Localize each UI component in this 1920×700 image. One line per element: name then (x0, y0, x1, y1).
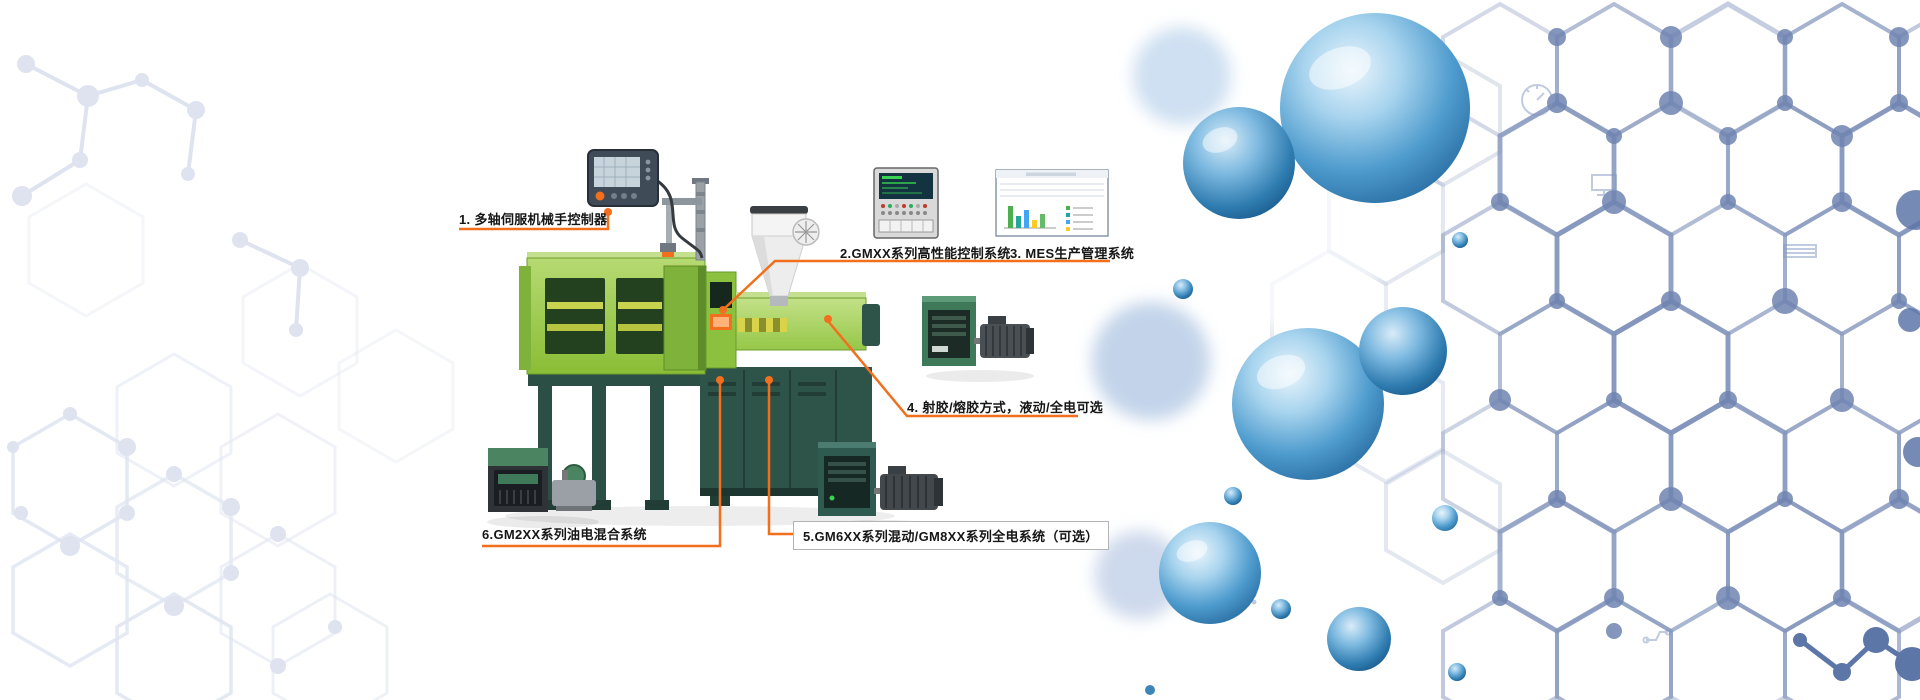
molecule-chain-top-left (12, 55, 205, 206)
machine-hopper (750, 206, 820, 306)
molecule-chain-mid-left (232, 232, 309, 337)
machine-control-column (705, 271, 737, 369)
monitor-icon (1591, 174, 1617, 196)
lattice-nodes-right (1489, 26, 1920, 639)
servo-drive-hybrid-illustration (922, 296, 1034, 382)
hexagon-lattice-left (7, 182, 455, 700)
mes-screen-illustration (995, 169, 1109, 237)
circuit-icon (1642, 628, 1672, 644)
mes-legend (1066, 206, 1093, 231)
heater-barrel (738, 318, 787, 332)
pendant-power-button (595, 191, 605, 201)
callout-lines (459, 208, 1110, 548)
callout-control-system: 2.GMXX系列高性能控制系统 (840, 246, 1011, 261)
machine-robot-arm (660, 178, 709, 261)
molecule-background-right (1237, 4, 1920, 700)
gauge-icon (1521, 84, 1553, 116)
machine-clamping-unit (519, 252, 707, 375)
molecule-background-left (7, 55, 455, 700)
pendant-controller-illustration (587, 149, 704, 259)
hopper-fan-icon (792, 218, 820, 246)
server-icon (1783, 244, 1817, 258)
callout-manipulator-controller: 1. 多轴伺服机械手控制器 (459, 212, 608, 227)
control-panel-illustration (873, 167, 939, 239)
mes-bar-chart (1004, 206, 1056, 229)
callout-mes-system: 3. MES生产管理系统 (1010, 246, 1135, 261)
blue-spheres (1145, 13, 1470, 695)
molecule-cluster-bottom-right (1793, 627, 1920, 681)
machine-injection-unit (735, 292, 880, 351)
callout-oil-electric-system: 6.GM2XX系列油电混合系统 (482, 527, 647, 542)
callout-injection-method: 4. 射胶/熔胶方式，液动/全电可选 (907, 400, 1104, 415)
oil-electric-drive-illustration (487, 448, 599, 528)
callout-electric-system: 5.GM6XX系列混动/GM8XX系列全电系统（可选） (793, 521, 1109, 550)
